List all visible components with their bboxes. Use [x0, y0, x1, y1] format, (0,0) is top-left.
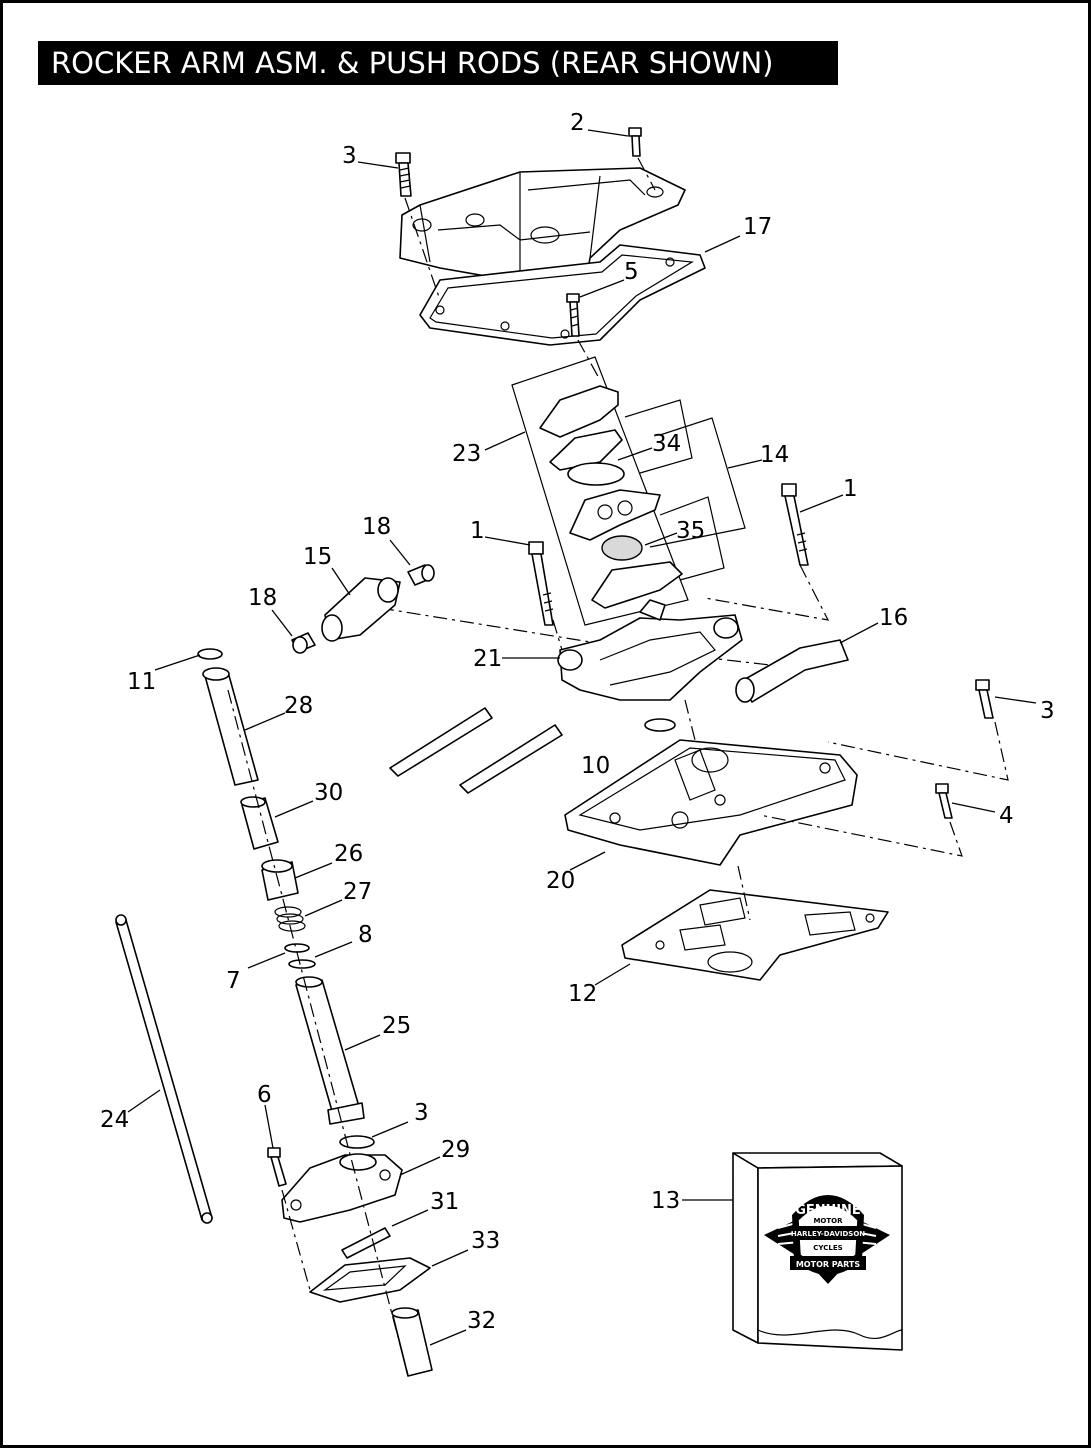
callout-13: 13	[651, 1188, 680, 1214]
callout-1: 1	[470, 518, 485, 544]
callout-6: 6	[257, 1082, 272, 1108]
callout-28: 28	[284, 693, 313, 719]
base-gasket-12	[621, 889, 889, 981]
bolt-5	[566, 293, 580, 337]
callout-2: 2	[570, 110, 585, 136]
callout-18: 18	[248, 585, 277, 611]
bracket-14-outer	[649, 417, 746, 548]
logo-motor-text: MOTOR	[813, 1217, 843, 1225]
rocker-shafts	[389, 707, 563, 794]
callout-20: 20	[546, 868, 575, 894]
logo-brand-text: HARLEY-DAVIDSON	[791, 1230, 865, 1238]
logo-cycles-text: CYCLES	[813, 1244, 842, 1252]
long-bolt-right	[781, 483, 809, 566]
cover-bolt-3	[395, 152, 412, 197]
page-title: ROCKER ARM ASM. & PUSH RODS (REAR SHOWN)	[38, 41, 838, 85]
bushing-18-right	[407, 564, 435, 586]
breather-assembly	[511, 356, 689, 626]
centerline-left-stack	[227, 689, 409, 1376]
bolt-6	[267, 1147, 287, 1187]
logo-genuine-text: GENUINE	[795, 1203, 861, 1218]
push-rod-tube-28	[202, 667, 259, 786]
pin-31	[341, 1227, 391, 1259]
callout-29: 29	[441, 1137, 470, 1163]
callout-23: 23	[452, 441, 481, 467]
centerline-cover	[404, 157, 656, 381]
rocker-arm-15	[321, 577, 401, 642]
o-ring-3-lower	[339, 1135, 375, 1149]
callout-4: 4	[999, 803, 1014, 829]
o-ring-10	[644, 718, 676, 732]
callout-17: 17	[743, 214, 772, 240]
callout-18: 18	[362, 514, 391, 540]
callout-32: 32	[467, 1308, 496, 1334]
callout-16: 16	[879, 605, 908, 631]
callout-34: 34	[652, 431, 681, 457]
callout-10: 10	[581, 753, 610, 779]
callout-26: 26	[334, 841, 363, 867]
o-ring-11	[197, 648, 223, 660]
callout-3: 3	[414, 1100, 429, 1126]
leader-lines	[127, 129, 1037, 1346]
callout-7: 7	[226, 968, 241, 994]
callout-27: 27	[343, 879, 372, 905]
callout-3: 3	[1040, 698, 1055, 724]
bracket-14-inner	[624, 399, 693, 474]
rocker-cover	[399, 167, 686, 286]
callout-12: 12	[568, 981, 597, 1007]
cover-30	[240, 796, 279, 850]
callout-14: 14	[760, 442, 789, 468]
callout-8: 8	[358, 922, 373, 948]
bolt-3-right	[975, 679, 994, 719]
centerline-gasket	[684, 699, 751, 921]
callout-25: 25	[382, 1013, 411, 1039]
washer-7	[284, 943, 310, 953]
cover-bolt-2	[628, 127, 642, 157]
rocker-support-21	[557, 599, 743, 701]
callout-5: 5	[624, 259, 639, 285]
bushing-18-left	[291, 632, 316, 654]
bracket-35	[659, 496, 725, 581]
harley-davidson-logo	[764, 1195, 890, 1284]
push-rod-tube-25	[295, 976, 365, 1125]
callout-3: 3	[342, 143, 357, 169]
rocker-housing-20	[564, 739, 858, 866]
spring-cap-26	[261, 859, 299, 901]
rocker-arm-16	[735, 639, 849, 703]
callout-24: 24	[100, 1107, 129, 1133]
centerline-right-bolts	[759, 721, 1009, 857]
callout-30: 30	[314, 780, 343, 806]
long-bolt-left	[528, 541, 554, 626]
callout-11: 11	[127, 669, 156, 695]
gasket-33	[309, 1257, 431, 1303]
tappet-cover-29	[281, 1153, 403, 1223]
callout-21: 21	[473, 646, 502, 672]
logo-motor-parts-text: MOTOR PARTS	[796, 1260, 861, 1269]
callout-31: 31	[430, 1189, 459, 1215]
callout-15: 15	[303, 544, 332, 570]
o-ring-8	[288, 959, 316, 969]
callout-1: 1	[843, 476, 858, 502]
spring-27	[274, 906, 306, 932]
callout-35: 35	[676, 518, 705, 544]
push-rod-24	[115, 914, 213, 1224]
bolt-4	[935, 783, 953, 819]
callout-33: 33	[471, 1228, 500, 1254]
lifter-32	[391, 1307, 433, 1377]
cover-gasket	[419, 244, 706, 346]
